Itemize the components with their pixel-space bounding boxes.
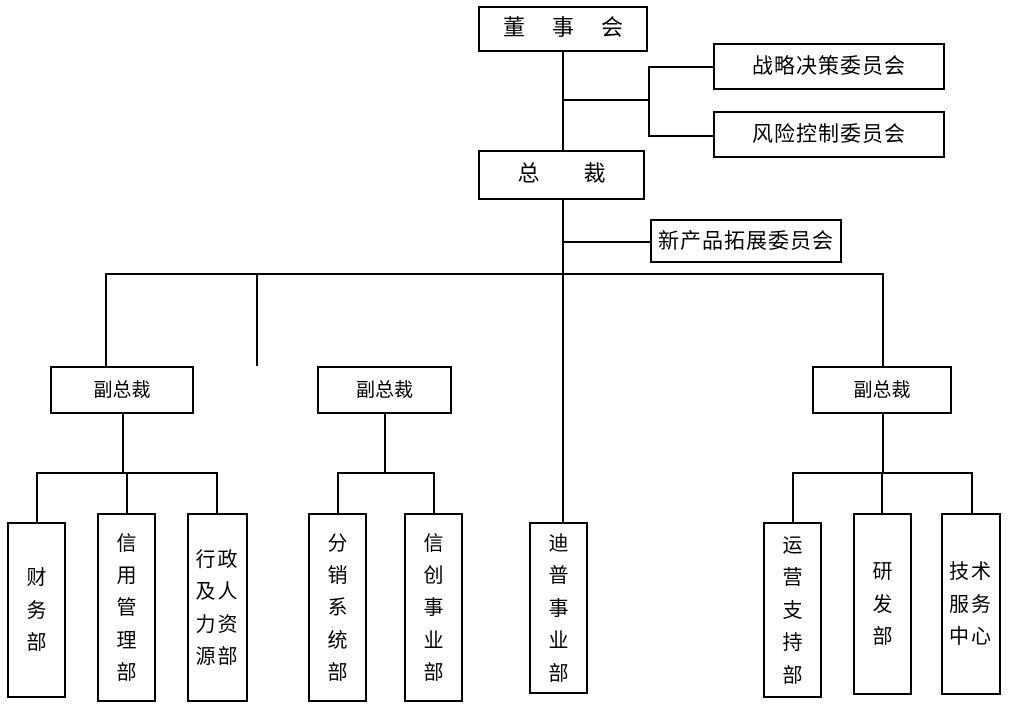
connector-drop-to-finance	[36, 472, 38, 523]
connector-vp-distribution-bar	[105, 273, 884, 275]
node-department-finance-label: 财 务 部	[26, 565, 47, 655]
node-department-finance[interactable]: 财 务 部	[7, 522, 66, 698]
node-risk-control-committee-label: 风险控制委员会	[752, 122, 906, 146]
node-president[interactable]: 总 裁	[478, 150, 645, 200]
connector-drop-to-service	[971, 472, 973, 523]
connector-drop-to-credit	[126, 472, 128, 523]
node-department-xinchuang-division-label: 信 创 事 业 部	[423, 530, 444, 685]
node-president-label: 总 裁	[517, 162, 616, 187]
connector-vp2-distribution-bar	[337, 472, 435, 474]
node-vice-president-3-label: 副总裁	[853, 378, 911, 401]
node-department-operations-support-label: 运 营 支 持 部	[782, 533, 803, 687]
node-department-technical-service-center[interactable]: 技术 服务 中心	[941, 513, 1001, 695]
connector-drop-to-vp1	[105, 273, 107, 366]
node-department-dptech-division-label: 迪 普 事 业 部	[548, 531, 569, 685]
node-vice-president-3[interactable]: 副总裁	[812, 366, 952, 414]
node-vice-president-2[interactable]: 副总裁	[317, 366, 452, 414]
connector-to-committee-2	[648, 135, 713, 137]
node-strategic-decision-committee[interactable]: 战略决策委员会	[713, 43, 945, 90]
connector-drop-to-distribution	[337, 472, 339, 523]
node-vice-president-1-label: 副总裁	[93, 378, 151, 401]
connector-committee-bracket-vertical	[648, 66, 650, 137]
connector-vp3-stem	[882, 414, 884, 473]
node-vice-president-1[interactable]: 副总裁	[50, 366, 194, 414]
connector-vp1-stem	[122, 414, 124, 473]
connector-board-to-committee-bracket	[562, 99, 650, 101]
connector-to-committee-1	[648, 66, 713, 68]
connector-drop-to-rd	[881, 472, 883, 523]
connector-drop-to-xinchuang	[433, 472, 435, 523]
node-board-of-directors[interactable]: 董 事 会	[478, 6, 648, 52]
node-vice-president-2-label: 副总裁	[355, 378, 413, 401]
node-strategic-decision-committee-label: 战略决策委员会	[752, 54, 906, 78]
node-department-operations-support[interactable]: 运 营 支 持 部	[763, 522, 822, 698]
connector-drop-to-vp3	[882, 273, 884, 366]
node-department-dptech-division[interactable]: 迪 普 事 业 部	[529, 522, 588, 694]
node-department-research-development-label: 研 发 部	[872, 559, 893, 649]
node-department-admin-hr[interactable]: 行政 及人 力资 源部	[187, 513, 248, 702]
node-department-technical-service-center-label: 技术 服务 中心	[949, 559, 993, 649]
node-new-product-committee[interactable]: 新产品拓展委员会	[650, 219, 842, 263]
node-department-xinchuang-division[interactable]: 信 创 事 业 部	[404, 513, 463, 702]
connector-president-to-new-product-committee	[562, 241, 651, 243]
connector-drop-to-vp2	[256, 273, 258, 366]
connector-drop-to-admin	[216, 472, 218, 523]
node-risk-control-committee[interactable]: 风险控制委员会	[713, 111, 945, 158]
node-new-product-committee-label: 新产品拓展委员会	[658, 228, 834, 253]
node-department-research-development[interactable]: 研 发 部	[853, 513, 912, 695]
node-department-credit-management-label: 信 用 管 理 部	[116, 530, 137, 685]
node-department-admin-hr-label: 行政 及人 力资 源部	[195, 546, 240, 668]
node-department-distribution-system[interactable]: 分 销 系 统 部	[308, 513, 367, 702]
connector-vp2-stem	[384, 414, 386, 473]
connector-drop-to-operations	[792, 472, 794, 523]
node-board-of-directors-label: 董 事 会	[503, 16, 633, 41]
connector-president-trunk	[562, 200, 564, 523]
node-department-distribution-system-label: 分 销 系 统 部	[327, 530, 348, 685]
node-department-credit-management[interactable]: 信 用 管 理 部	[97, 513, 156, 702]
